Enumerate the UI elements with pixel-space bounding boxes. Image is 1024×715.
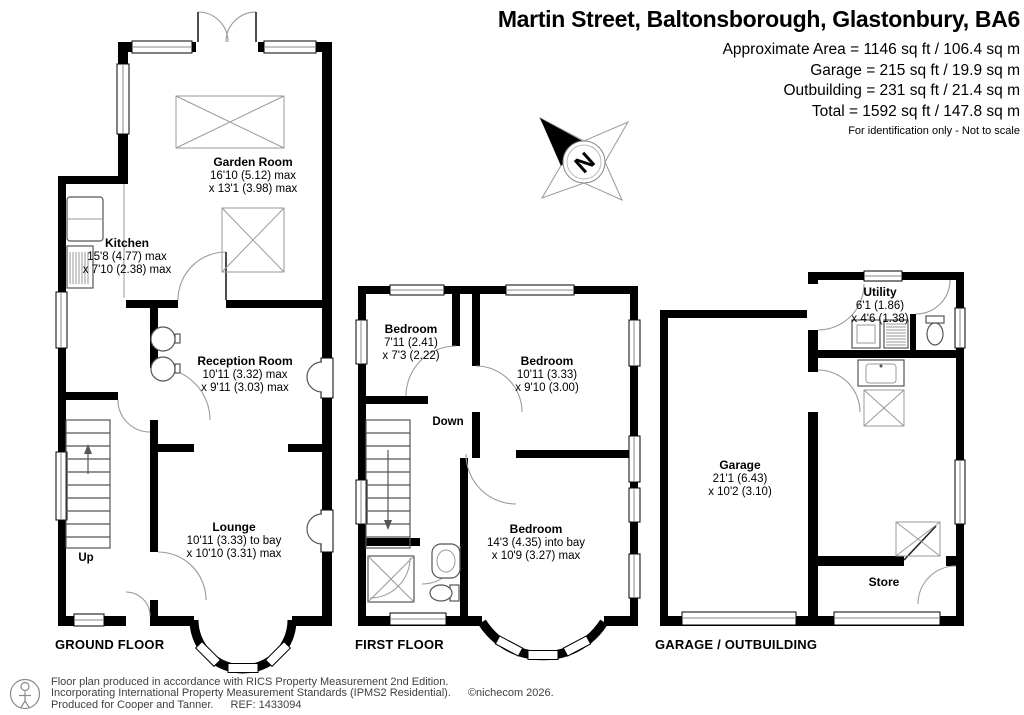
room-dim: 15'8 (4.77) max	[87, 250, 167, 263]
room-dim: x 10'10 (3.31) max	[186, 548, 282, 560]
compass: N	[538, 116, 630, 201]
room-name: Store	[868, 575, 900, 589]
room-name: Garage	[719, 458, 761, 472]
utility-toilet-icon	[925, 315, 945, 346]
footer: Floor plan produced in accordance with R…	[8, 676, 554, 712]
room-label-store: Store	[868, 575, 900, 590]
ground-windows	[55, 40, 334, 627]
first-stairs	[365, 419, 411, 549]
room-label-bedroom-middle: Bedroom 10'11 (3.33) x 9'10 (3.00)	[515, 354, 579, 396]
shower-icon	[367, 555, 415, 603]
room-dim: x 9'10 (3.00)	[515, 382, 579, 394]
room-label-lounge: Lounge 10'11 (3.33) to bay x 10'10 (3.31…	[186, 520, 282, 562]
outbuilding-area: Outbuilding = 231 sq ft / 21.4 sq m	[783, 82, 1020, 99]
room-dim: 16'10 (5.12) max	[210, 169, 296, 182]
room-label-reception-room: Reception Room 10'11 (3.32) max x 9'11 (…	[197, 354, 293, 396]
bathroom-toilet-icon	[429, 584, 460, 602]
first-windows	[355, 284, 641, 626]
outbuilding-box-icon	[863, 389, 941, 557]
first-floor-plan	[355, 284, 641, 661]
utility-washer-icon	[883, 319, 909, 349]
room-name: Utility	[863, 285, 897, 299]
garage-outbuilding-title: GARAGE / OUTBUILDING	[655, 637, 818, 652]
room-dim: x 10'9 (3.27) max	[491, 550, 581, 562]
bathroom-sink-icon	[431, 543, 461, 579]
room-dim: 7'11 (2.41)	[384, 336, 438, 349]
room-name: Garden Room	[213, 155, 293, 169]
ground-door-openings	[118, 41, 288, 627]
footer-copyright: ©nichecom 2026.	[467, 687, 554, 700]
room-label-garage: Garage 21'1 (6.43) x 10'2 (3.10)	[708, 458, 772, 500]
room-dim: x 13'1 (3.98) max	[208, 183, 298, 195]
compass-north-pointer	[540, 118, 586, 166]
room-name: Lounge	[212, 520, 256, 534]
total-area: Total = 1592 sq ft / 147.8 sq m	[811, 102, 1020, 120]
room-name: Bedroom	[520, 354, 574, 368]
nichecom-person-icon	[9, 678, 41, 710]
hob-icon	[150, 326, 181, 382]
room-label-kitchen: Kitchen 15'8 (4.77) max x 7'10 (2.38) ma…	[82, 236, 172, 278]
room-dim: 10'11 (3.33)	[516, 368, 578, 381]
room-dim: x 4'6 (1.38)	[851, 313, 909, 325]
room-label-garden-room: Garden Room 16'10 (5.12) max x 13'1 (3.9…	[208, 155, 298, 197]
kitchen-appliance-icon	[66, 184, 125, 298]
room-name: Kitchen	[104, 236, 149, 250]
footer-produced-for: Produced for Cooper and Tanner.	[51, 698, 214, 711]
footer-line-1: Floor plan produced in accordance with R…	[51, 675, 449, 688]
stairs-up-label: Up	[78, 552, 94, 564]
room-dim: 14'3 (4.35) into bay	[486, 536, 586, 549]
ground-stairs	[65, 419, 111, 549]
room-dim: x 9'11 (3.03) max	[201, 382, 289, 394]
room-label-utility: Utility 6'1 (1.86) x 4'6 (1.38)	[851, 285, 909, 327]
room-dim: 6'1 (1.86)	[855, 299, 905, 312]
scale-disclaimer: For identification only - Not to scale	[848, 125, 1020, 137]
first-bay-window	[478, 619, 608, 661]
room-dim: 21'1 (6.43)	[712, 472, 768, 485]
stairs-down-label: Down	[432, 416, 464, 428]
room-dim: x 7'3 (2.22)	[382, 350, 440, 362]
ground-floor-title: GROUND FLOOR	[55, 637, 165, 652]
garage-outbuilding-plan	[660, 270, 966, 626]
room-name: Bedroom	[384, 322, 438, 336]
room-dim: x 7'10 (2.38) max	[82, 264, 172, 276]
roof-light-icon	[175, 95, 285, 273]
room-dim: x 10'2 (3.10)	[708, 486, 772, 498]
room-dim: 10'11 (3.33) to bay	[186, 534, 282, 547]
footer-reference-number: REF: 1433094	[230, 698, 302, 711]
first-door-openings	[420, 346, 516, 547]
garage-area: Garage = 215 sq ft / 19.9 sq m	[810, 61, 1020, 79]
ground-bay-window	[189, 619, 297, 674]
header: Martin Street, Baltonsborough, Glastonbu…	[498, 6, 1020, 137]
room-label-bedroom-front: Bedroom 7'11 (2.41) x 7'3 (2.22)	[382, 322, 440, 364]
approximate-area: Approximate Area = 1146 sq ft / 106.4 sq…	[722, 41, 1020, 58]
ground-floor-plan	[55, 11, 334, 674]
first-floor-title: FIRST FLOOR	[355, 637, 444, 652]
garage-doors	[817, 279, 957, 605]
room-name: Reception Room	[197, 354, 293, 368]
outbuilding-sink-icon	[857, 359, 905, 387]
garage-windows	[681, 270, 966, 626]
footer-line-2: Incorporating International Property Mea…	[51, 688, 554, 700]
room-label-bedroom-rear: Bedroom 14'3 (4.35) into bay x 10'9 (3.2…	[486, 522, 586, 564]
footer-line-3: Produced for Cooper and Tanner. REF: 143…	[51, 698, 554, 712]
room-dim: 10'11 (3.32) max	[202, 368, 288, 381]
page-title: Martin Street, Baltonsborough, Glastonbu…	[497, 6, 1020, 32]
room-name: Bedroom	[509, 522, 563, 536]
footer-standards-text: Incorporating International Property Mea…	[51, 687, 451, 700]
utility-sink-icon	[851, 319, 881, 349]
garage-door-openings	[807, 284, 946, 567]
footer-text: Floor plan produced in accordance with R…	[51, 675, 554, 712]
